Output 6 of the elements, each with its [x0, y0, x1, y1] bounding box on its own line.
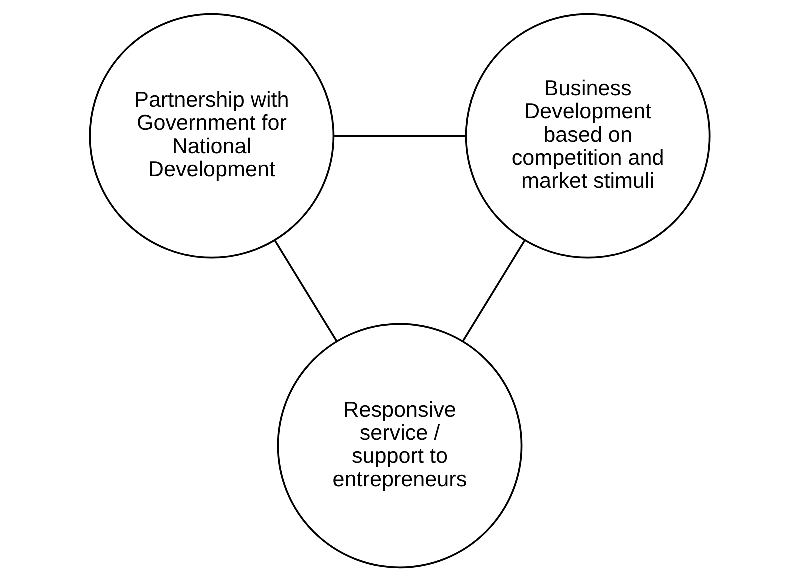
- node-circle: Responsive service / support to entrepreneurs: [277, 323, 523, 569]
- connector: [462, 240, 526, 342]
- connector: [334, 135, 466, 138]
- node-circle: Partnership with Government for National Development: [89, 13, 335, 259]
- node-circle: Business Development based on competition and market stimuli: [465, 13, 711, 259]
- connector: [274, 240, 338, 342]
